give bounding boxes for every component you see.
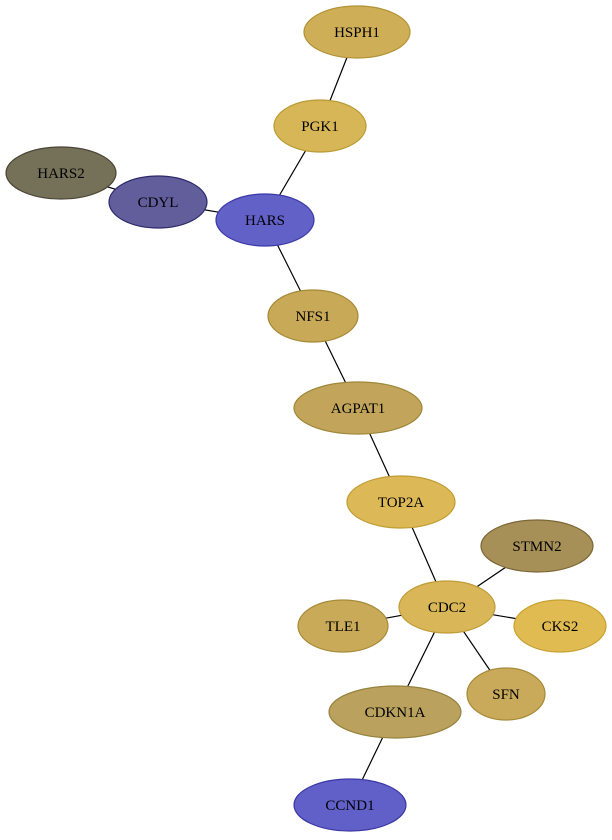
node-nfs1[interactable]: NFS1 xyxy=(267,289,359,343)
node-hsph1[interactable]: HSPH1 xyxy=(303,5,411,59)
node-ellipse[interactable] xyxy=(273,99,367,153)
node-label: CDC2 xyxy=(428,600,466,616)
node-pgk1[interactable]: PGK1 xyxy=(273,99,367,153)
node-ellipse[interactable] xyxy=(346,475,456,529)
node-label: NFS1 xyxy=(295,309,330,325)
node-cdyl[interactable]: CDYL xyxy=(108,175,208,229)
node-label: CDKN1A xyxy=(365,705,426,721)
node-label: PGK1 xyxy=(301,119,339,135)
node-ellipse[interactable] xyxy=(215,193,315,247)
node-label: HARS xyxy=(245,213,285,229)
node-cdkn1a[interactable]: CDKN1A xyxy=(328,685,462,739)
node-label: HSPH1 xyxy=(334,25,380,41)
node-ellipse[interactable] xyxy=(293,381,423,435)
node-label: STMN2 xyxy=(512,539,561,555)
node-tle1[interactable]: TLE1 xyxy=(297,599,389,653)
node-ellipse[interactable] xyxy=(466,667,546,721)
node-label: CDYL xyxy=(138,195,179,211)
node-sfn[interactable]: SFN xyxy=(466,667,546,721)
node-ellipse[interactable] xyxy=(108,175,208,229)
node-agpat1[interactable]: AGPAT1 xyxy=(293,381,423,435)
node-ellipse[interactable] xyxy=(293,778,407,832)
node-ellipse[interactable] xyxy=(328,685,462,739)
node-top2a[interactable]: TOP2A xyxy=(346,475,456,529)
node-ellipse[interactable] xyxy=(513,599,607,653)
node-stmn2[interactable]: STMN2 xyxy=(480,519,594,573)
node-ellipse[interactable] xyxy=(398,580,496,634)
node-label: TLE1 xyxy=(326,619,361,635)
node-hars2[interactable]: HARS2 xyxy=(5,146,117,200)
node-ellipse[interactable] xyxy=(303,5,411,59)
node-ellipse[interactable] xyxy=(5,146,117,200)
node-ellipse[interactable] xyxy=(267,289,359,343)
node-label: TOP2A xyxy=(378,495,425,511)
node-label: HARS2 xyxy=(37,166,85,182)
node-ccnd1[interactable]: CCND1 xyxy=(293,778,407,832)
node-ellipse[interactable] xyxy=(297,599,389,653)
node-label: SFN xyxy=(492,687,520,703)
node-label: AGPAT1 xyxy=(331,401,385,417)
node-label: CKS2 xyxy=(542,619,579,635)
node-ellipse[interactable] xyxy=(480,519,594,573)
node-label: CCND1 xyxy=(325,798,374,814)
node-cks2[interactable]: CKS2 xyxy=(513,599,607,653)
node-cdc2[interactable]: CDC2 xyxy=(398,580,496,634)
node-hars[interactable]: HARS xyxy=(215,193,315,247)
